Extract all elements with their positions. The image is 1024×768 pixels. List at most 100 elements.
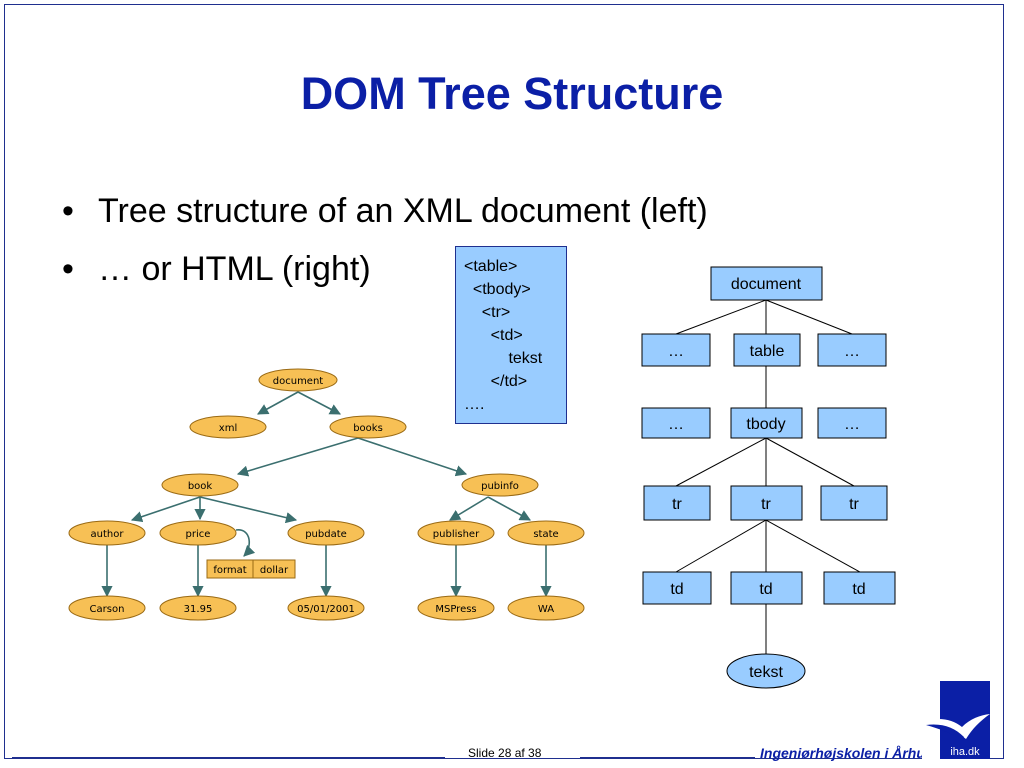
- xml-node-pubinfo: pubinfo: [461, 473, 539, 497]
- xml-node-carson: Carson: [68, 595, 146, 621]
- xml-node-label: Carson: [90, 604, 125, 615]
- html-node-label: td: [670, 581, 683, 598]
- xml-node-label: 31.95: [184, 604, 213, 615]
- xml-node-books: books: [329, 415, 407, 439]
- xml-node-label: price: [186, 529, 211, 540]
- code-line: <table>: [464, 258, 518, 275]
- html-node-tr: tr: [820, 485, 888, 521]
- html-node-label: tr: [672, 496, 682, 513]
- html-edge: [765, 299, 853, 335]
- html-node: …: [641, 333, 711, 367]
- html-node-label: td: [759, 581, 772, 598]
- html-node-td: td: [730, 571, 803, 605]
- xml-node-label: publisher: [433, 529, 480, 540]
- xml-node-label: MSPress: [435, 604, 476, 615]
- footer-rule-right: [580, 757, 755, 759]
- html-node-text: tekst: [726, 653, 806, 689]
- xml-node-price-value: 31.95: [159, 595, 237, 621]
- code-line: </td>: [464, 373, 528, 390]
- xml-node-price: price: [159, 520, 237, 546]
- bullet-item: • … or HTML (right): [62, 250, 371, 289]
- html-node-table: table: [733, 333, 801, 367]
- xml-attr-value: dollar: [260, 565, 289, 576]
- footer-rule-left: [12, 757, 445, 759]
- html-tree-edges: [675, 299, 861, 655]
- html-node-tbody: tbody: [730, 407, 803, 439]
- html-node-label: tekst: [749, 664, 783, 681]
- code-line: ….: [464, 396, 485, 413]
- xml-attr-name: format: [213, 565, 246, 576]
- html-node-label: tr: [849, 496, 859, 513]
- xml-node-state: state: [507, 520, 585, 546]
- school-name: Ingeniørhøjskolen i Århus: [760, 745, 933, 761]
- html-edge: [675, 437, 767, 487]
- slide-frame: [4, 4, 1004, 759]
- iha-logo: iha.dk: [922, 681, 990, 759]
- code-line: <td>: [464, 327, 523, 344]
- bullet-text: … or HTML (right): [98, 250, 371, 288]
- html-node-label: …: [844, 416, 860, 433]
- html-node-label: table: [750, 343, 785, 360]
- html-node-td: td: [823, 571, 896, 605]
- code-line: <tr>: [464, 304, 511, 321]
- xml-attribute-box: format dollar: [206, 559, 296, 579]
- xml-node-label: pubdate: [305, 529, 347, 540]
- xml-node-author: author: [68, 520, 146, 546]
- xml-node-document: document: [258, 368, 338, 392]
- html-node-td: td: [642, 571, 712, 605]
- html-edge: [765, 437, 855, 487]
- xml-node-label: document: [273, 376, 324, 387]
- xml-node-label: book: [188, 481, 213, 492]
- html-node-label: tbody: [746, 416, 785, 433]
- xml-edge: [297, 391, 341, 415]
- xml-node-label: state: [533, 529, 558, 540]
- html-node-tr: tr: [643, 485, 711, 521]
- xml-node-label: author: [91, 529, 125, 540]
- html-node: …: [817, 407, 887, 439]
- html-node-tr: tr: [730, 485, 803, 521]
- html-node-label: document: [731, 276, 802, 293]
- xml-node-label: xml: [219, 423, 237, 434]
- html-node-label: …: [668, 416, 684, 433]
- xml-node-label: 05/01/2001: [297, 604, 355, 615]
- html-code-sample: <table> <tbody> <tr> <td> tekst </td> ….: [455, 246, 567, 424]
- logo-text: iha.dk: [950, 746, 980, 758]
- xml-edge: [487, 496, 531, 521]
- bullet-marker: •: [62, 250, 74, 288]
- xml-edge: [130, 496, 201, 523]
- xml-edge: [199, 496, 298, 524]
- xml-node-wa: WA: [507, 595, 585, 621]
- html-edge: [765, 519, 861, 573]
- slide-title: DOM Tree Structure: [300, 68, 724, 119]
- xml-tree-edges: [101, 391, 552, 598]
- bullet-text: Tree structure of an XML document (left): [98, 192, 708, 230]
- html-edge: [675, 519, 767, 573]
- html-node-label: …: [844, 343, 860, 360]
- html-node-label: td: [852, 581, 865, 598]
- xml-node-date-value: 05/01/2001: [287, 595, 365, 621]
- xml-edge: [357, 437, 468, 477]
- xml-node-pubdate: pubdate: [287, 520, 365, 546]
- html-node-document: document: [710, 266, 823, 301]
- html-node: …: [641, 407, 711, 439]
- xml-node-label: WA: [538, 604, 554, 615]
- html-node: …: [817, 333, 887, 367]
- code-line: <tbody>: [464, 281, 531, 298]
- xml-node-label: pubinfo: [481, 481, 519, 492]
- html-node-label: …: [668, 343, 684, 360]
- xml-node-label: books: [353, 423, 383, 434]
- xml-edge: [236, 437, 359, 477]
- xml-edge: [449, 496, 489, 521]
- code-line: tekst: [464, 350, 543, 367]
- xml-node-mspress: MSPress: [417, 595, 495, 621]
- xml-node-publisher: publisher: [417, 520, 495, 546]
- xml-attr-edge: [235, 529, 256, 557]
- xml-node-xml: xml: [189, 415, 267, 439]
- xml-edge: [257, 391, 299, 415]
- slide-number: Slide 28 af 38: [468, 746, 542, 760]
- xml-node-book: book: [161, 473, 239, 497]
- html-edge: [675, 299, 767, 335]
- bullet-item: •Tree structure of an XML document (left…: [62, 192, 708, 231]
